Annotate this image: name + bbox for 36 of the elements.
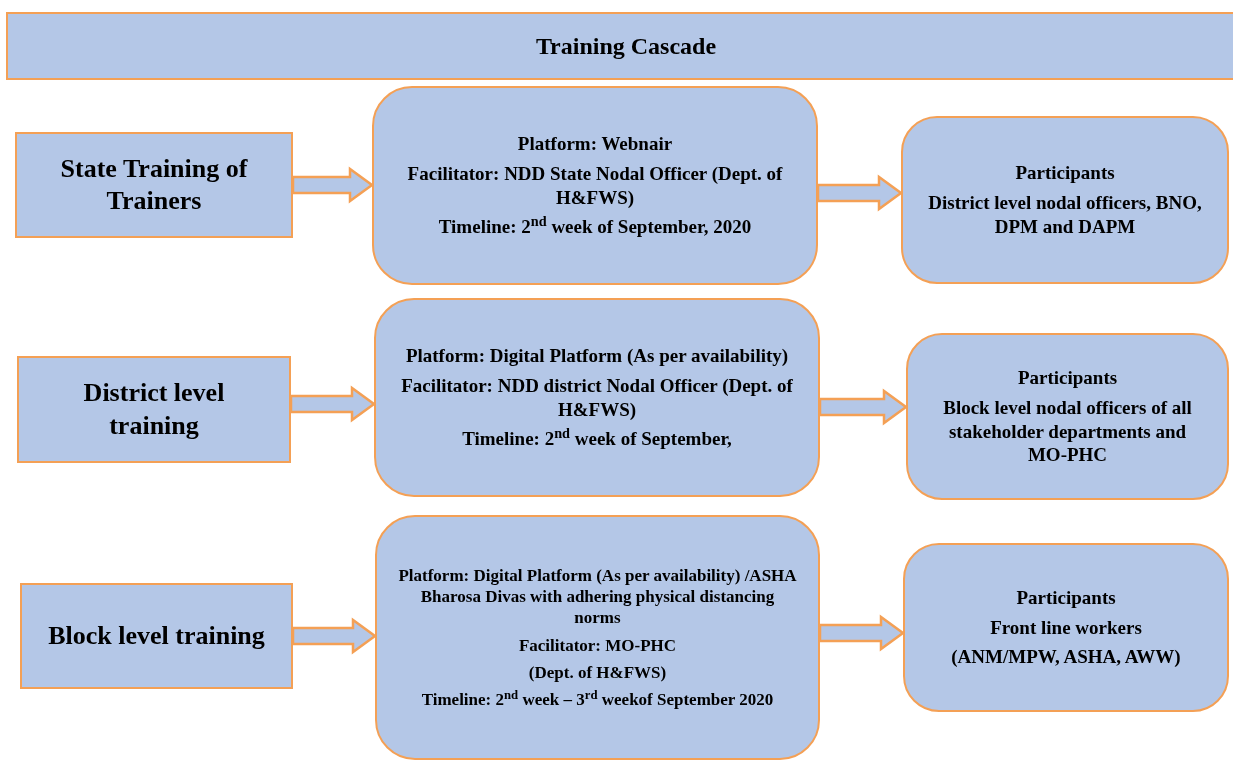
- level-label: State Training of Trainers: [59, 152, 249, 217]
- level-box: [17, 356, 291, 463]
- level-label: Block level training: [48, 619, 265, 652]
- block-arrow: [289, 385, 377, 423]
- box-text: Facilitator: NDD district Nodal Officer (Dept. of H&FWS): [400, 373, 794, 422]
- box-text: Platform: Digital Platform (As per availability): [405, 344, 789, 368]
- box-text: Timeline: 2$^{nd}$ week of September,: [462, 427, 732, 451]
- participants-box: [901, 116, 1229, 284]
- details-box: [375, 515, 820, 760]
- participants-box: [906, 333, 1229, 500]
- level-box: [15, 132, 293, 238]
- box-text: District level nodal officers, BNO, DPM and DAPM: [927, 191, 1203, 239]
- title-banner: Training Cascade: [6, 12, 1233, 80]
- block-arrow: [816, 174, 904, 212]
- level-label: District level training: [82, 377, 226, 442]
- level-box: [20, 583, 293, 689]
- box-text: Platform: Digital Platform (As per availability) /ASHA Bharosa Divas with adhering physical distancing norms: [397, 564, 798, 629]
- box-text: Front line workers: [990, 615, 1142, 640]
- box-text: Platform: Webnair: [517, 132, 673, 156]
- block-arrow: [291, 166, 375, 204]
- box-text: Timeline: 2$^{nd}$ week – 3$^{rd}$ weekof September 2020: [421, 689, 774, 711]
- box-text: Participants: [1015, 161, 1115, 186]
- box-text: Participants: [1016, 585, 1116, 610]
- box-text: Participants: [1017, 366, 1118, 390]
- box-text: Facilitator: MO-PHC: [518, 634, 677, 656]
- box-text: Facilitator: NDD State Nodal Officer (Dept. of H&FWS): [406, 161, 784, 210]
- details-box: [374, 298, 820, 497]
- block-arrow: [818, 388, 909, 426]
- box-text: (Dept. of H&FWS): [528, 661, 667, 683]
- box-text: Timeline: 2$^{nd}$ week of September, 2020: [438, 215, 752, 239]
- participants-box: [903, 543, 1229, 712]
- block-arrow: [818, 614, 906, 652]
- box-text: Block level nodal officers of all stakeholder departments and MO-PHC: [942, 395, 1193, 467]
- block-arrow: [291, 617, 378, 655]
- details-box: [372, 86, 818, 285]
- box-text: (ANM/MPW, ASHA, AWW): [951, 645, 1181, 670]
